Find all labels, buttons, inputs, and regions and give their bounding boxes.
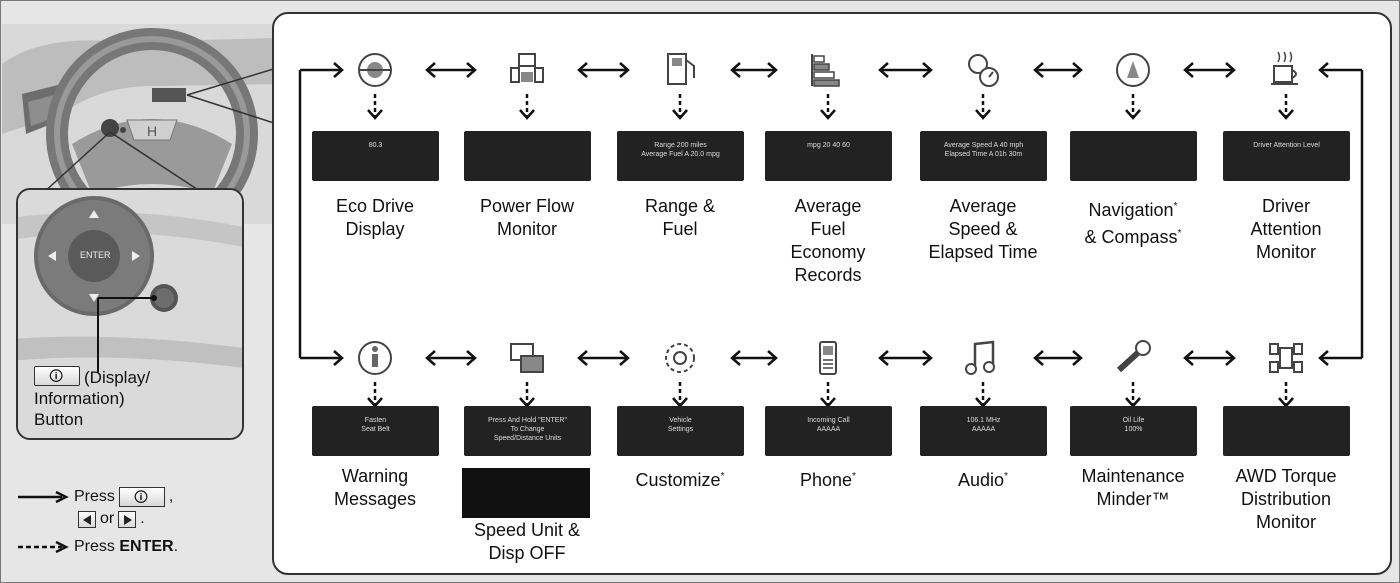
screen-thumbnail-text: 80.3 <box>368 142 383 149</box>
screen-thumbnail-text: Press And Hold "ENTER" To Change Speed/D… <box>488 417 567 442</box>
screen-thumbnail: Driver Attention Level <box>1223 131 1350 181</box>
screen-thumbnail <box>464 131 591 181</box>
legend-arrows-row: or . <box>14 508 264 530</box>
caption-line-3: Button <box>34 410 84 429</box>
disp-off-screen <box>462 468 590 518</box>
menu-item-label: Audio* <box>958 470 1008 490</box>
screen-thumbnail-text: 106.1 MHz AAAAA <box>966 417 1001 433</box>
enter-button-label: ENTER <box>80 250 111 260</box>
menu-item-label: Speed Unit &Disp OFF <box>473 520 581 563</box>
info-key-icon <box>118 487 165 507</box>
screen-thumbnail <box>1223 406 1350 456</box>
screen-thumbnail <box>1070 131 1197 181</box>
legend-press: Press <box>74 488 115 505</box>
dashed-arrow-icon <box>18 541 69 553</box>
screen-thumbnail: Vehicle Settings <box>617 406 744 456</box>
legend-period: . <box>140 510 145 527</box>
menu-item-label: Phone* <box>800 470 856 490</box>
legend-or: or <box>100 510 115 527</box>
screen-thumbnail-text: mpg 20 40 60 <box>807 142 850 149</box>
screen-thumbnail-text: Range 200 miles Average Fuel A 20.0 mpg <box>641 142 720 158</box>
info-button-icon <box>34 366 80 386</box>
screen-thumbnail-text: Driver Attention Level <box>1253 142 1320 149</box>
menu-item-label: Range &Fuel <box>644 196 716 239</box>
screen-thumbnail: Range 200 miles Average Fuel A 20.0 mpg <box>617 131 744 181</box>
right-key-icon <box>118 510 137 528</box>
screen-thumbnail: Fasten Seat Belt <box>312 406 439 456</box>
legend-enter-row: Press ENTER. <box>14 536 264 558</box>
legend-comma: , <box>168 488 174 505</box>
legend-press-row: Press , <box>14 486 264 508</box>
screen-thumbnail: 80.3 <box>312 131 439 181</box>
screen-thumbnail-text: Oil Life 100% <box>1122 417 1145 433</box>
screen-thumbnail-text <box>1070 131 1197 181</box>
caption-line-2: Information) <box>34 389 125 408</box>
legend-enter-period: . <box>173 538 179 555</box>
menu-item-label: Customize* <box>635 470 725 490</box>
legend-enter-key: ENTER <box>119 538 174 555</box>
solid-arrow-icon <box>18 491 69 503</box>
info-button-caption: (Display/ Information) Button <box>34 366 242 430</box>
screen-thumbnail: Press And Hold "ENTER" To Change Speed/D… <box>464 406 591 456</box>
screen-thumbnail-text <box>464 131 591 181</box>
screen-thumbnail-text: Fasten Seat Belt <box>361 417 390 433</box>
screen-thumbnail: mpg 20 40 60 <box>765 131 892 181</box>
screen-thumbnail: Oil Life 100% <box>1070 406 1197 456</box>
screen-thumbnail: Incoming Call AAAAA <box>765 406 892 456</box>
caption-line-1: (Display/ <box>84 368 151 387</box>
screen-thumbnail-text <box>1223 406 1350 456</box>
legend: Press , or . Press ENTER. <box>14 486 264 558</box>
left-key-icon <box>78 510 96 528</box>
screen-thumbnail: Average Speed A 40 mph Elapsed Time A 01… <box>920 131 1047 181</box>
display-menu-panel <box>272 12 1392 575</box>
svg-text:H: H <box>147 123 157 139</box>
screen-thumbnail-text: Vehicle Settings <box>667 417 694 433</box>
menu-item-label: Navigation*& Compass* <box>1084 200 1182 247</box>
screen-thumbnail-text: Incoming Call AAAAA <box>807 417 850 433</box>
screen-thumbnail-text: Average Speed A 40 mph Elapsed Time A 01… <box>943 142 1024 158</box>
screen-thumbnail: 106.1 MHz AAAAA <box>920 406 1047 456</box>
legend-press-enter: Press <box>74 538 120 555</box>
control-pad-inset: ENTER <box>16 188 244 440</box>
